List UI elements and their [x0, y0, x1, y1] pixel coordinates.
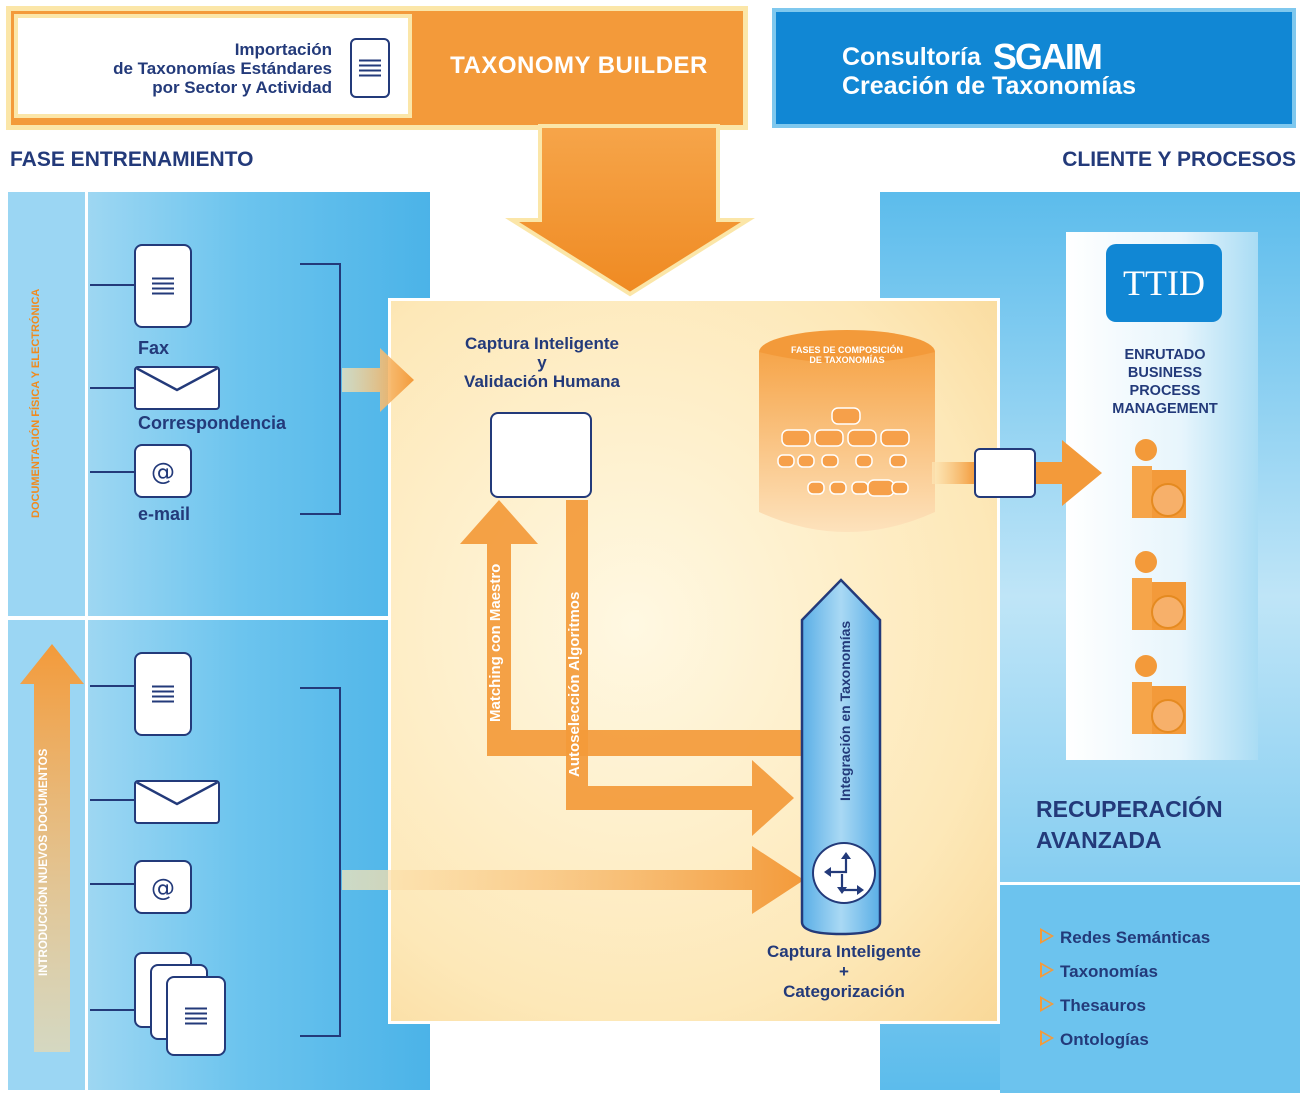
arrow-from-cylinder: [932, 462, 976, 484]
user-icon: [1132, 655, 1186, 734]
triangle-icon: [1040, 996, 1054, 1012]
captura-cat-line-3: Categorización: [783, 982, 905, 1001]
enrutado-line-3: PROCESS: [1129, 383, 1201, 399]
taxonomy-tree-icon: [777, 407, 910, 497]
consultoria-line: Consultoría SGAIM: [842, 36, 1103, 78]
recuperacion-line-1: RECUPERACIÓN: [1036, 796, 1223, 822]
import-taxonomies-box: [14, 14, 412, 118]
taxonomy-builder-down-arrow: [505, 124, 755, 297]
document-icon: [134, 652, 192, 736]
routing-icon: [490, 412, 592, 498]
documentacion-label: DOCUMENTACIÓN FÍSICA Y ELECTRÓNICA: [30, 288, 42, 518]
ttid-logo: TTID: [1106, 244, 1222, 322]
consultoria-banner: [772, 8, 1296, 128]
document-stack-icon: [166, 976, 226, 1056]
routing-arrows-icon: [824, 852, 864, 895]
import-line-3: por Sector y Actividad: [152, 78, 332, 97]
arrow-to-captura: [342, 348, 414, 412]
triangle-icon: [1040, 928, 1054, 944]
recuperacion-avanzada-title: RECUPERACIÓN AVANZADA: [1036, 794, 1223, 856]
feature-item: Redes Semánticas: [1040, 928, 1210, 948]
matching-label: Matching con Maestro: [487, 563, 504, 723]
enrutado-line-1: ENRUTADO: [1124, 347, 1206, 363]
captura-line-1: Captura Inteligente: [465, 334, 619, 353]
user-icon: [1132, 551, 1186, 630]
enrutado-bpm-text: ENRUTADO BUSINESS PROCESS MANAGEMENT: [1080, 346, 1250, 418]
consultoria-prefix: Consultoría: [842, 43, 981, 71]
recuperacion-line-2: AVANZADA: [1036, 827, 1162, 853]
taxonomy-builder-title: TAXONOMY BUILDER: [450, 52, 708, 79]
captura-cat-line-2: +: [839, 962, 849, 981]
introduccion-label: INTRODUCCIÓN NUEVOS DOCUMENTOS: [38, 748, 50, 976]
arrow-to-integracion: [342, 846, 804, 914]
matching-arrow: [460, 500, 806, 756]
captura-validacion-title: Captura Inteligente y Validación Humana: [424, 334, 660, 391]
triangle-icon: [1040, 962, 1054, 978]
cylinder-label-2: DE TAXONOMÍAS: [809, 355, 885, 365]
import-taxonomies-text: Importación de Taxonomías Estándares por…: [30, 40, 332, 97]
creacion-taxonomias-text: Creación de Taxonomías: [842, 72, 1137, 100]
enrutado-line-4: MANAGEMENT: [1112, 401, 1218, 417]
integracion-label: Integración en Taxonomías: [837, 620, 853, 802]
sgaim-brand: SGAIM: [992, 36, 1103, 77]
routing-icon-small: [974, 448, 1036, 498]
training-docs-strip: [8, 192, 88, 616]
email-label: e-mail: [138, 504, 191, 524]
autoseleccion-label: Autoselección Algoritmos: [566, 591, 583, 777]
triangle-icon: [1040, 1030, 1054, 1046]
feature-label: Redes Semánticas: [1060, 928, 1211, 947]
arrow-to-bpm: [1036, 440, 1102, 506]
import-line-1: Importación: [234, 40, 332, 59]
cliente-procesos-title: CLIENTE Y PROCESOS: [1062, 148, 1296, 171]
document-icon: [134, 244, 192, 328]
cylinder-label-1: FASES DE COMPOSICIÓN: [790, 345, 904, 355]
feature-item: Thesauros: [1040, 996, 1146, 1016]
document-icon: [350, 38, 390, 98]
feature-item: Taxonomías: [1040, 962, 1158, 982]
captura-line-3: Validación Humana: [464, 372, 620, 391]
captura-cat-line-1: Captura Inteligente: [767, 942, 921, 961]
intro-up-arrow: [20, 644, 84, 1052]
envelope-icon: [134, 780, 220, 824]
advanced-retrieval-panel: [1000, 882, 1300, 1093]
feature-label: Ontologías: [1060, 1030, 1149, 1049]
feature-label: Thesauros: [1060, 996, 1146, 1015]
import-line-2: de Taxonomías Estándares: [113, 59, 332, 78]
user-icon: [1132, 439, 1186, 518]
routing-icon-round: [812, 842, 876, 904]
fase-entrenamiento-title: FASE ENTRENAMIENTO: [10, 148, 254, 171]
cylinder-label: FASES DE COMPOSICIÓN DE TAXONOMÍAS: [768, 345, 926, 365]
bracket-top: [300, 263, 341, 515]
captura-line-2: y: [537, 353, 547, 372]
enrutado-line-2: BUSINESS: [1127, 365, 1203, 381]
fax-label: Fax: [138, 338, 170, 358]
captura-categorizacion-title: Captura Inteligente + Categorización: [720, 942, 968, 1002]
bracket-bottom: [300, 687, 341, 1037]
envelope-icon: [134, 366, 220, 410]
at-icon: @: [134, 860, 192, 914]
feature-item: Ontologías: [1040, 1030, 1149, 1050]
correspondencia-label: Correspondencia: [138, 413, 287, 433]
at-icon: @: [134, 444, 192, 498]
feature-label: Taxonomías: [1060, 962, 1158, 981]
autoseleccion-arrow: [566, 500, 794, 836]
